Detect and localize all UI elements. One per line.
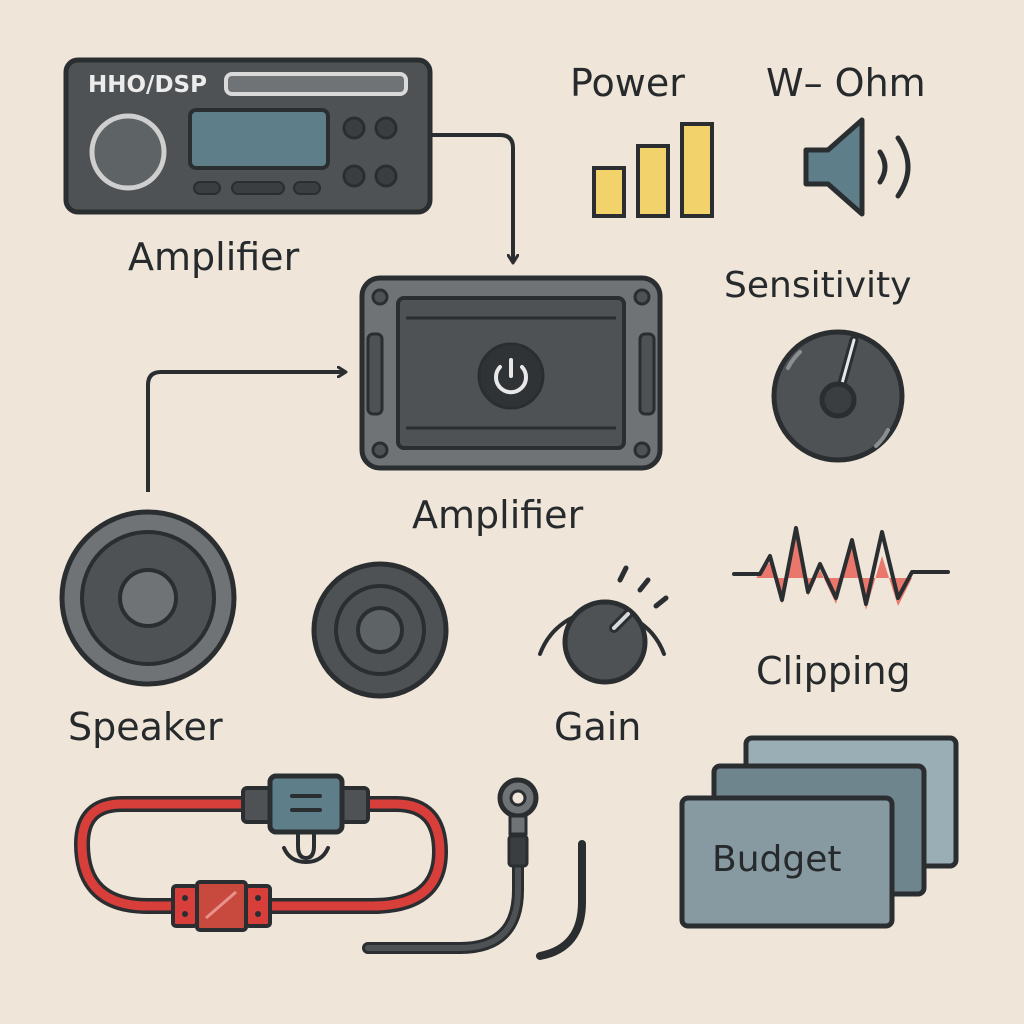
head-unit-badge-label: HHO/DSP: [88, 72, 207, 98]
speaker-volume-icon: [803, 117, 911, 217]
power-label: Power: [570, 61, 685, 105]
gain-label: Gain: [554, 705, 642, 749]
subwoofer-icon: [59, 509, 237, 687]
gain-knob-icon: [538, 565, 669, 685]
clipped-waveform-icon: [732, 526, 950, 610]
car-stereo-icon: [63, 57, 433, 215]
arrow-speaker-to-amplifier: [146, 372, 345, 492]
amplifier-icon: [359, 275, 663, 471]
coaxial-speaker-icon: [311, 561, 449, 699]
amplifier-label: Amplifier: [412, 493, 584, 537]
arrow-head-unit-to-amplifier: [430, 133, 513, 262]
stacked-cards-icon: [679, 735, 959, 929]
ring-terminal-icon: [362, 777, 586, 960]
budget-label: Budget: [712, 839, 842, 880]
clipping-label: Clipping: [756, 649, 911, 693]
speaker-label: Speaker: [68, 705, 223, 749]
ohm-label: W– Ohm: [766, 61, 926, 105]
sensitivity-dial-icon: [771, 329, 905, 463]
sensitivity-label: Sensitivity: [724, 265, 912, 306]
signal-bars-icon: [592, 122, 714, 218]
inline-fuse-wire-icon: [73, 773, 449, 932]
head-unit-label: Amplifier: [128, 235, 300, 279]
